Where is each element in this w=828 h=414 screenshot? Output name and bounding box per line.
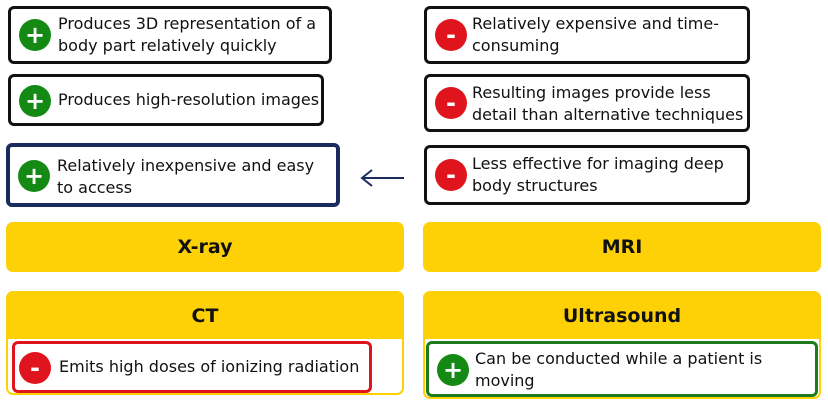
card-ionizing-radiation[interactable]: - Emits high doses of ionizing radiation <box>12 341 372 393</box>
card-3d-representation[interactable]: + Produces 3D representation of a body p… <box>8 6 332 64</box>
minus-icon: - <box>435 87 467 119</box>
panel-label: MRI <box>601 236 643 258</box>
panel-header: Ultrasound <box>423 291 821 341</box>
panel-label: CT <box>191 305 219 327</box>
card-text-line: consuming <box>472 36 560 55</box>
plus-icon: + <box>437 354 469 386</box>
card-text-line: Less effective for imaging deep <box>472 154 724 173</box>
panel-label: X-ray <box>177 236 233 258</box>
arrow-left-icon <box>360 169 404 187</box>
card-patient-moving[interactable]: + Can be conducted while a patient is mo… <box>426 341 818 397</box>
minus-icon: - <box>435 159 467 191</box>
card-text-line: Produces 3D representation of a <box>58 14 317 33</box>
card-text-line: moving <box>475 371 535 390</box>
card-text-line: body structures <box>472 176 598 195</box>
card-expensive[interactable]: - Relatively expensive and time- consumi… <box>424 6 750 64</box>
panel-label: Ultrasound <box>562 305 682 327</box>
panel-xray[interactable]: X-ray <box>6 222 404 272</box>
card-inexpensive-selected[interactable]: + Relatively inexpensive and easy to acc… <box>6 143 340 207</box>
plus-icon: + <box>19 19 51 51</box>
card-text-line: body part relatively quickly <box>58 36 277 55</box>
card-text-line: detail than alternative techniques <box>472 105 744 124</box>
card-text-line: Resulting images provide less <box>472 83 711 102</box>
card-text-line: Can be conducted while a patient is <box>475 349 763 368</box>
card-text-line: Relatively expensive and time- <box>472 14 719 33</box>
plus-icon: + <box>19 85 51 117</box>
card-text-line: Produces high-resolution images <box>58 90 320 109</box>
card-text-line: to access <box>57 178 133 197</box>
card-less-detail[interactable]: - Resulting images provide less detail t… <box>424 74 750 132</box>
card-text-line: Relatively inexpensive and easy <box>57 156 315 175</box>
card-high-resolution[interactable]: + Produces high-resolution images <box>8 74 324 126</box>
minus-icon: - <box>435 19 467 51</box>
minus-icon: - <box>19 352 51 384</box>
panel-mri[interactable]: MRI <box>423 222 821 272</box>
panel-header: CT <box>6 291 404 341</box>
plus-icon: + <box>18 160 50 192</box>
card-text-line: Emits high doses of ionizing radiation <box>59 357 360 376</box>
card-deep-structures[interactable]: - Less effective for imaging deep body s… <box>424 145 750 205</box>
